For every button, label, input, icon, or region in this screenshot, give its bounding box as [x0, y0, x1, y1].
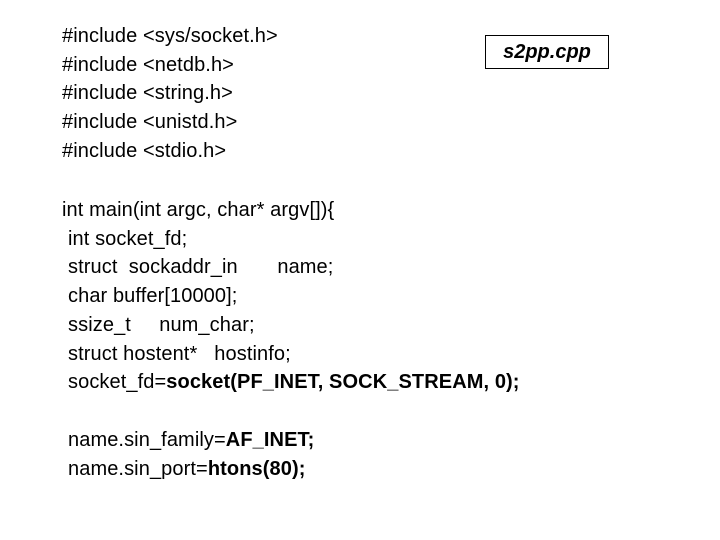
declaration-line: struct hostent* hostinfo; [68, 343, 291, 365]
socket-call-line: socket_fd=socket(PF_INET, SOCK_STREAM, 0… [68, 368, 520, 396]
include-line: #include <sys/socket.h> [62, 25, 278, 47]
family-assign-lhs: name.sin_family= [68, 429, 226, 451]
port-assign-line: name.sin_port=htons(80); [68, 455, 306, 483]
socket-call-lhs: socket_fd= [68, 371, 167, 393]
filename-label: s2pp.cpp [485, 35, 609, 69]
port-assign-rhs: htons(80); [207, 458, 306, 480]
include-line: #include <netdb.h> [62, 54, 234, 76]
declaration-line: struct sockaddr_in name; [68, 256, 334, 278]
declaration-line: ssize_t num_char; [68, 314, 255, 336]
family-assign-line: name.sin_family=AF_INET; [68, 426, 314, 454]
port-assign-lhs: name.sin_port= [68, 458, 208, 480]
declaration-line: int socket_fd; [68, 228, 188, 250]
socket-call-rhs: socket(PF_INET, SOCK_STREAM, 0); [166, 371, 520, 393]
declaration-line: char buffer[10000]; [68, 285, 238, 307]
include-line: #include <string.h> [62, 82, 233, 104]
main-signature: int main(int argc, char* argv[]){ [62, 199, 335, 221]
family-assign-rhs: AF_INET; [225, 429, 315, 451]
include-line: #include <stdio.h> [62, 140, 227, 162]
include-line: #include <unistd.h> [62, 111, 238, 133]
